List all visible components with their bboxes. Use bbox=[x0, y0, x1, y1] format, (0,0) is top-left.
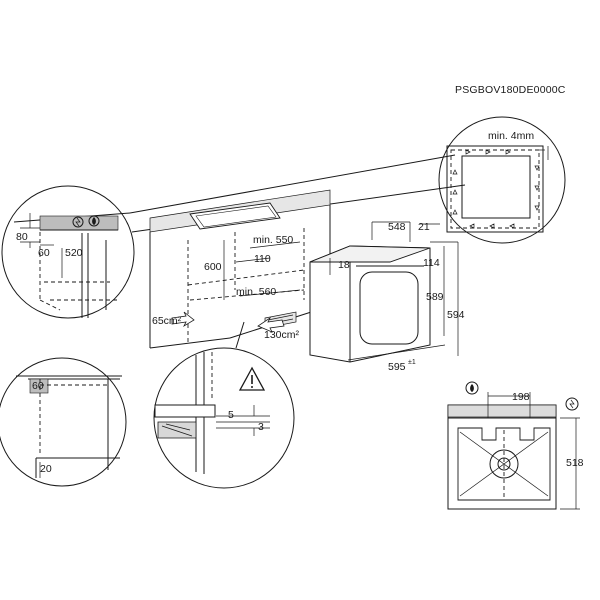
dim-3: 3 bbox=[258, 421, 264, 433]
dim-21: 21 bbox=[418, 221, 430, 233]
dim-520: 520 bbox=[65, 247, 83, 259]
dim-20: 20 bbox=[40, 463, 52, 475]
dim-110: 110 bbox=[254, 253, 271, 265]
dim-5: 5 bbox=[228, 409, 234, 421]
dim-80: 80 bbox=[16, 231, 28, 243]
dim-114: 114 bbox=[423, 257, 440, 269]
product-code: PSGBOV180DE0000C bbox=[455, 84, 566, 96]
vent-area-65: 65cm² bbox=[152, 315, 182, 327]
dim-198: 198 bbox=[512, 391, 530, 403]
dim-60-side: 60 bbox=[32, 380, 44, 392]
dim-548: 548 bbox=[388, 221, 406, 233]
electric-icon-rear bbox=[565, 397, 579, 411]
detail-circle-bottom-left: 60 20 bbox=[0, 357, 127, 487]
electric-hazard-icon bbox=[72, 216, 84, 228]
oven-rear-view: 198 518 bbox=[447, 381, 584, 510]
dim-589: 589 bbox=[426, 291, 444, 303]
dim-600: 600 bbox=[204, 261, 222, 273]
oven-body: 548 21 18 114 589 594 595 ±1 bbox=[309, 221, 465, 373]
dim-min-560: min. 560 bbox=[236, 286, 276, 298]
dim-min-4mm: min. 4mm bbox=[488, 130, 534, 142]
cabinet-assembly: 600 min. 550 110 min. 560 65cm² 130cm² bbox=[149, 189, 331, 349]
detail-circle-top-right: min. 4mm bbox=[438, 116, 566, 244]
dim-min-550: min. 550 bbox=[253, 234, 293, 246]
vent-area-130: 130cm² bbox=[264, 329, 300, 341]
dim-518: 518 bbox=[566, 457, 584, 469]
dim-60-top: 60 bbox=[38, 247, 50, 259]
dim-18: 18 bbox=[338, 259, 350, 271]
dim-595-tolerance: ±1 bbox=[408, 359, 416, 366]
detail-circle-warning: 5 3 bbox=[153, 321, 295, 489]
dim-595: 595 bbox=[388, 361, 406, 373]
gas-flame-icon-rear bbox=[465, 381, 479, 395]
gas-flame-icon bbox=[88, 215, 100, 227]
detail-circle-top-left: 80 60 520 bbox=[1, 185, 135, 319]
dim-594: 594 bbox=[447, 309, 465, 321]
